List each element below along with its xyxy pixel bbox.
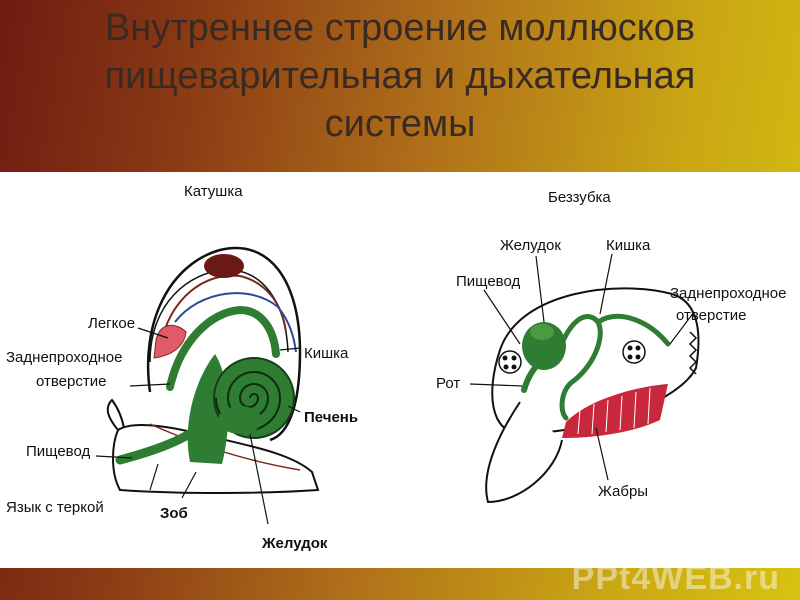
mussel-foot: [485, 401, 563, 504]
mussel-front-muscle: [498, 350, 522, 374]
snail-label-lung: Легкое: [88, 315, 135, 332]
mussel-label-stomach: Желудок: [500, 237, 561, 254]
snail-label-tongue: Язык с теркой: [6, 499, 104, 516]
mussel-esophagus: [521, 359, 543, 393]
snail-label-crop: Зоб: [160, 505, 188, 522]
snail-lung: [153, 324, 187, 359]
snail-label-anus-line1: Заднепроходное: [6, 349, 122, 366]
snail-heading: Катушка: [184, 183, 243, 200]
snail-leaders: [95, 327, 301, 525]
snail-heart: [204, 254, 244, 278]
mussel-label-mouth: Рот: [436, 375, 460, 392]
watermark-logo: PPt4WEB.ru: [571, 559, 780, 597]
diagram-panel: Катушка Легкое Заднепроходное отверстие …: [0, 172, 800, 568]
mussel-gill-lamellae: [577, 387, 651, 435]
mussel-rear-muscle: [622, 340, 646, 364]
snail-label-stomach: Желудок: [261, 535, 328, 552]
snail-label-anus-line2: отверстие: [36, 373, 106, 390]
snail-figure: [106, 246, 320, 494]
snail-intestine: [166, 305, 280, 391]
mussel-heading: Беззубка: [548, 189, 611, 206]
mussel-label-anus-line1: Заднепроходное: [670, 285, 786, 302]
mussel-leaders: [469, 253, 695, 481]
mussel-label-esophagus: Пищевод: [456, 273, 520, 290]
snail-stomach: [218, 406, 262, 434]
snail-label-liver: Печень: [304, 409, 358, 426]
snail-label-esophagus: Пищевод: [26, 443, 90, 460]
mussel-label-intestine: Кишка: [606, 237, 651, 254]
diagram-canvas: Катушка Легкое Заднепроходное отверстие …: [6, 183, 786, 552]
snail-vessel-blue: [174, 292, 297, 353]
snail-label-intestine: Кишка: [304, 345, 349, 362]
mussel-figure: [485, 287, 700, 504]
snail-tentacle: [106, 398, 125, 431]
mussel-siphon: [688, 331, 698, 375]
mussel-label-anus-line2: отверстие: [676, 307, 746, 324]
slide-title: Внутреннее строение моллюсков пищеварите…: [104, 7, 696, 145]
mussel-intestine: [557, 313, 671, 421]
mussel-label-gills: Жабры: [598, 483, 648, 500]
mussel-gills: [562, 384, 668, 438]
